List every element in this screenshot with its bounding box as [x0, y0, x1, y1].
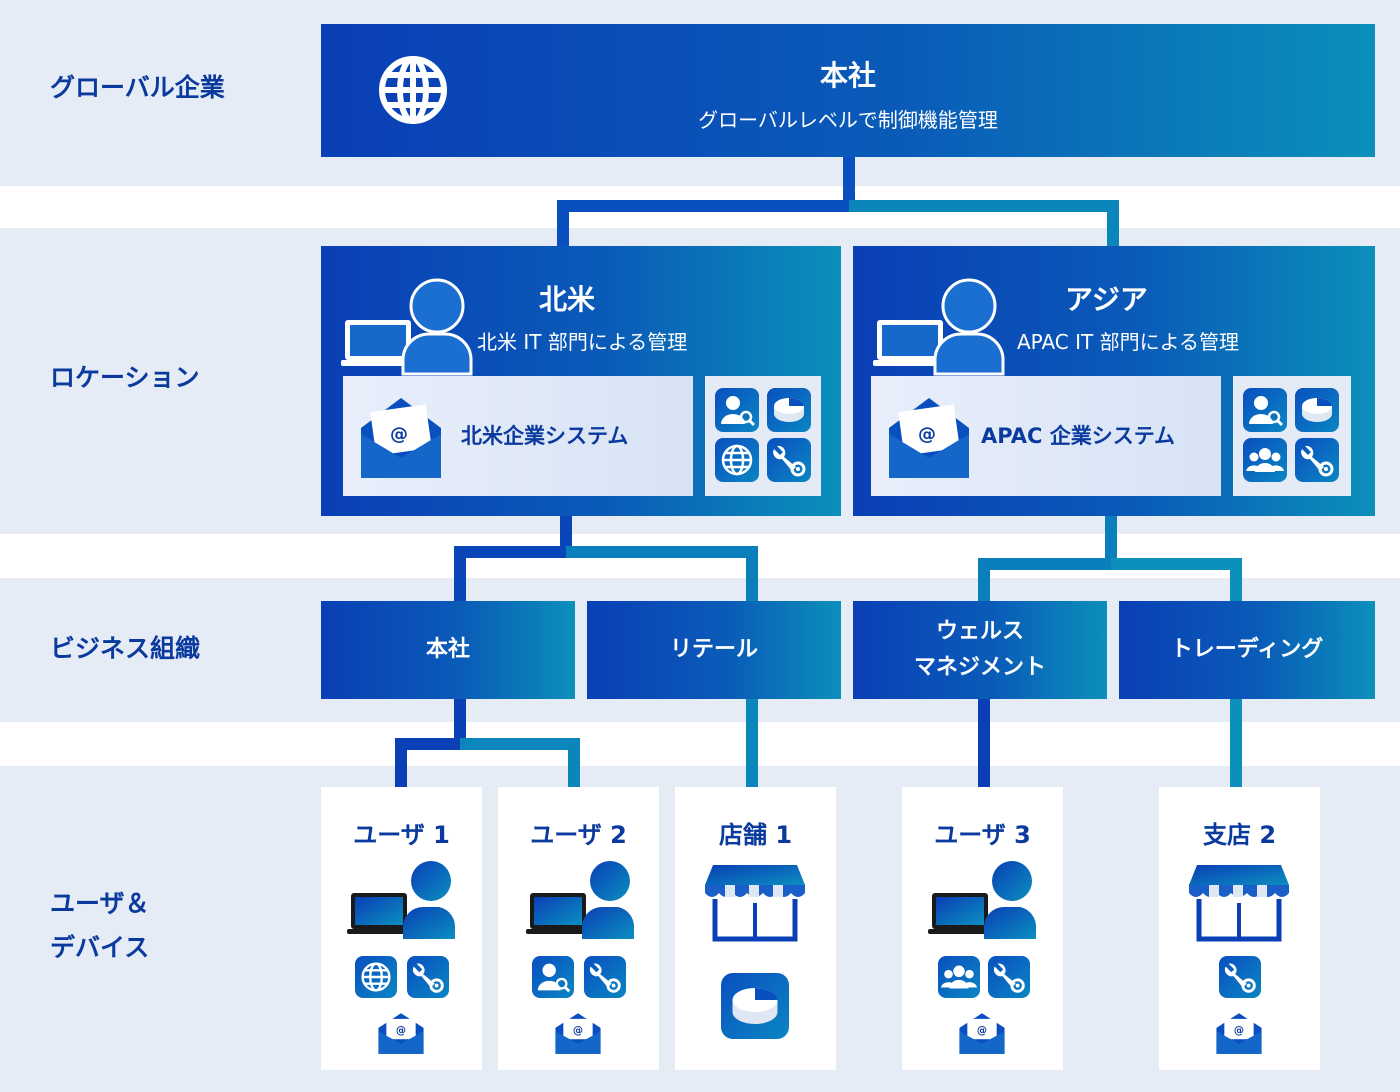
enterprise-system-panel: @ APAC 企業システム — [871, 376, 1221, 496]
service-icons-panel — [705, 376, 821, 496]
business-unit-retail: リテール — [587, 601, 841, 699]
endpoint-title: ユーザ 3 — [934, 821, 1031, 849]
svg-text:@: @ — [1234, 1026, 1244, 1037]
mail-icon: @ — [555, 1013, 601, 1054]
svg-text:@: @ — [977, 1026, 987, 1037]
enterprise-system-label: APAC 企業システム — [981, 424, 1176, 448]
globe-icon — [379, 56, 447, 124]
endpoint-title: ユーザ 1 — [353, 821, 450, 849]
tier-label-users: ユーザ＆ デバイス — [50, 889, 150, 962]
svg-text:@: @ — [573, 1026, 583, 1037]
database-icon — [721, 973, 789, 1039]
endpoint-card-store-1: 店舗 1 — [675, 787, 836, 1070]
globe-icon — [715, 438, 759, 482]
svg-text:@: @ — [918, 424, 936, 445]
location-box-north-america: 北米 北米 IT 部門による管理 @ 北米企業システム — [321, 246, 841, 516]
service-icons-panel — [1233, 376, 1351, 496]
settings-tools-icon — [988, 956, 1030, 998]
settings-tools-icon — [1295, 438, 1339, 482]
user-laptop-icon — [928, 861, 1037, 939]
svg-text:@: @ — [396, 1026, 406, 1037]
settings-tools-icon — [584, 956, 626, 998]
business-unit-trading: トレーディング — [1119, 601, 1375, 699]
database-icon — [767, 388, 811, 432]
tier-label-location: ロケーション — [50, 363, 200, 392]
admin-user-laptop-icon — [873, 278, 1005, 376]
svg-text:@: @ — [390, 424, 408, 445]
endpoint-card-user-1: ユーザ 1 @ — [321, 787, 482, 1070]
storefront-icon — [1189, 865, 1289, 942]
location-title: 北米 — [539, 283, 596, 316]
mail-icon: @ — [361, 398, 441, 478]
business-unit-wealth-management: ウェルス マネジメント — [853, 601, 1107, 699]
tier-label-business: ビジネス組織 — [50, 634, 201, 663]
endpoint-title: ユーザ 2 — [530, 821, 627, 849]
location-subtitle: APAC IT 部門による管理 — [1017, 330, 1239, 354]
settings-tools-icon — [767, 438, 811, 482]
user-laptop-icon — [526, 861, 635, 939]
endpoint-card-user-2: ユーザ 2 @ — [498, 787, 659, 1070]
user-search-icon — [715, 388, 759, 432]
mail-icon: @ — [889, 398, 969, 478]
user-group-icon — [938, 956, 980, 998]
location-box-asia: アジア APAC IT 部門による管理 @ APAC 企業システム — [853, 246, 1375, 516]
mail-icon: @ — [959, 1013, 1005, 1054]
user-search-icon — [532, 956, 574, 998]
user-laptop-icon — [347, 861, 456, 939]
settings-tools-icon — [1219, 956, 1261, 998]
business-unit-headquarters: 本社 — [321, 601, 575, 699]
globe-icon — [355, 956, 397, 998]
hq-subtitle: グローバルレベルで制御機能管理 — [698, 108, 998, 132]
storefront-icon — [705, 865, 805, 942]
endpoint-card-user-3: ユーザ 3 @ — [902, 787, 1063, 1070]
database-icon — [1295, 388, 1339, 432]
location-title: アジア — [1065, 283, 1148, 316]
endpoint-title: 支店 2 — [1202, 821, 1277, 849]
user-search-icon — [1243, 388, 1287, 432]
enterprise-system-panel: @ 北米企業システム — [343, 376, 693, 496]
endpoint-title: 店舗 1 — [718, 821, 793, 849]
enterprise-system-label: 北米企業システム — [461, 424, 629, 448]
hq-box: 本社 グローバルレベルで制御機能管理 — [321, 24, 1375, 157]
hq-title: 本社 — [819, 59, 876, 92]
mail-icon: @ — [1216, 1013, 1262, 1054]
tier-label-global: グローバル企業 — [50, 73, 225, 102]
admin-user-laptop-icon — [341, 278, 473, 376]
location-subtitle: 北米 IT 部門による管理 — [477, 330, 688, 354]
mail-icon: @ — [378, 1013, 424, 1054]
endpoint-card-branch-2: 支店 2 @ — [1159, 787, 1320, 1070]
user-group-icon — [1243, 438, 1287, 482]
settings-tools-icon — [407, 956, 449, 998]
